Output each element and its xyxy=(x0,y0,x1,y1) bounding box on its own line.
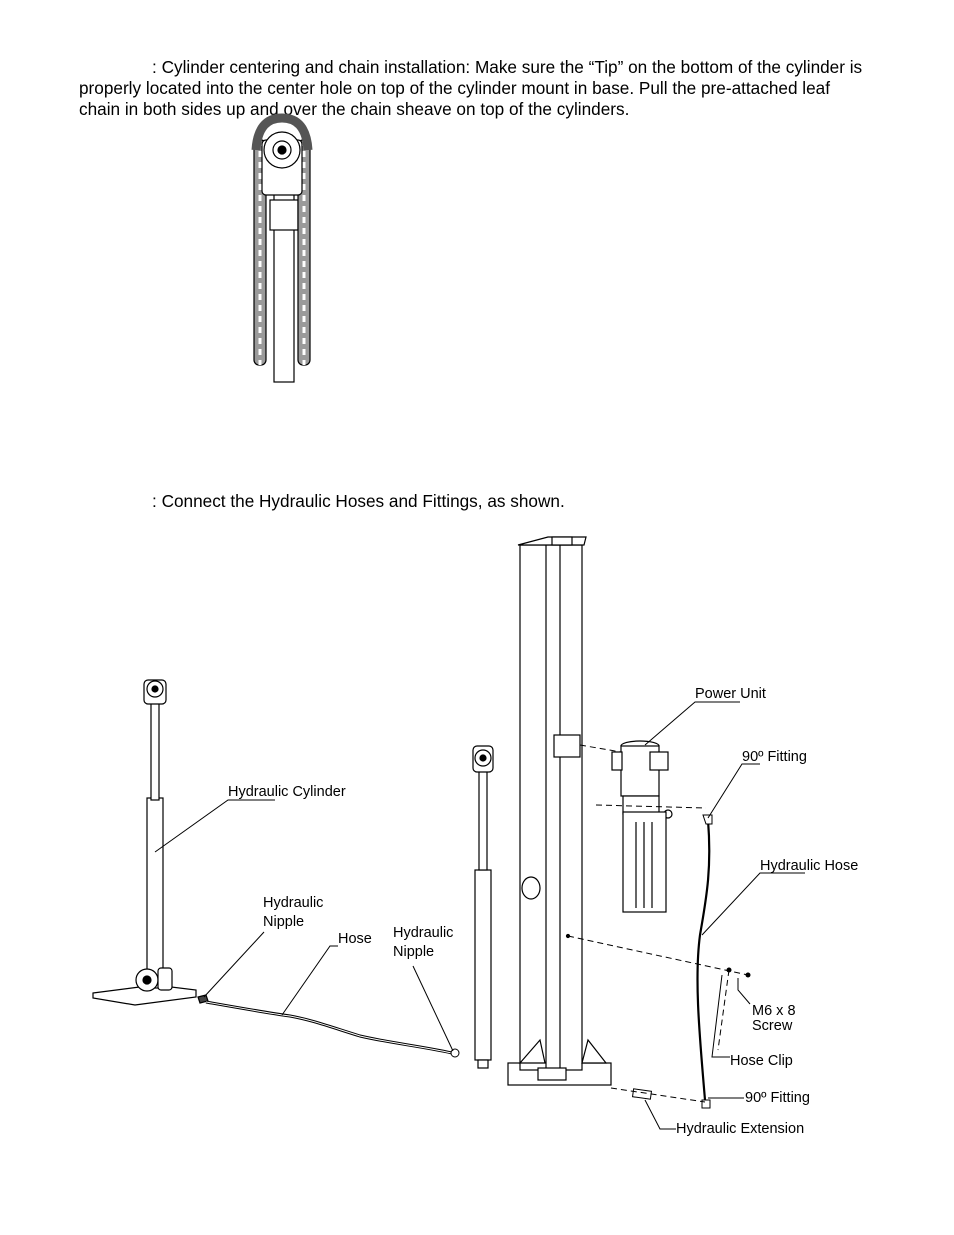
left-hydraulic-cylinder xyxy=(92,679,209,1006)
label-right-nipple-line1: Hydraulic xyxy=(393,925,453,941)
label-90-fitting-bottom: 90º Fitting xyxy=(745,1090,810,1106)
label-power-unit: Power Unit xyxy=(695,686,766,702)
chain-over-sheave xyxy=(251,113,313,151)
step-1-instruction: : Cylinder centering and chain installat… xyxy=(79,57,863,119)
post-gusset-right xyxy=(581,1038,608,1064)
post-gusset-left xyxy=(518,1038,546,1064)
fitting-90-top xyxy=(702,814,713,825)
power-unit-pump-block xyxy=(622,795,660,815)
left-cylinder-rod xyxy=(150,699,160,801)
power-unit-hydraulic-hose xyxy=(696,819,711,1101)
label-hydraulic-cylinder: Hydraulic Cylinder xyxy=(228,784,346,800)
power-unit xyxy=(611,740,673,913)
chain-sheave-illustration xyxy=(251,113,313,383)
lift-post xyxy=(507,536,612,1086)
label-hose: Hose xyxy=(338,931,372,947)
label-m6-screw-line1: M6 x 8 xyxy=(752,1003,796,1019)
left-cylinder-barrel xyxy=(146,797,164,989)
label-hydraulic-hose: Hydraulic Hose xyxy=(760,858,858,874)
assembly-guide-lines xyxy=(567,744,749,1103)
post-column xyxy=(519,544,583,1071)
step-2-instruction: : Connect the Hydraulic Hoses and Fittin… xyxy=(152,491,565,511)
connecting-hose xyxy=(205,1000,453,1055)
step-1-text: Cylinder centering and chain installatio… xyxy=(79,57,863,119)
label-hose-clip: Hose Clip xyxy=(730,1053,793,1069)
post-access-hole xyxy=(521,876,541,900)
power-unit-mount-bracket xyxy=(553,734,581,758)
label-left-nipple-line1: Hydraulic xyxy=(263,895,323,911)
label-hydraulic-extension: Hydraulic Extension xyxy=(676,1121,804,1137)
label-m6-screw-line2: Screw xyxy=(752,1018,793,1034)
step-2-text: Connect the Hydraulic Hoses and Fittings… xyxy=(161,491,565,511)
label-right-nipple-line2: Nipple xyxy=(393,944,434,960)
right-cylinder-barrel xyxy=(474,869,492,1061)
cylinder-rod-collar xyxy=(269,199,299,231)
label-left-nipple-line2: Nipple xyxy=(263,914,304,930)
leaf-chain-right xyxy=(297,139,311,366)
power-unit-junction-box xyxy=(649,751,669,771)
right-cylinder-rod xyxy=(478,769,488,871)
fitting-90-bottom xyxy=(701,1099,711,1109)
hydraulic-extension-part xyxy=(631,1088,653,1100)
callout-leaders xyxy=(154,701,805,1130)
right-hydraulic-cylinder xyxy=(472,745,494,1069)
label-90-fitting-top: 90º Fitting xyxy=(742,749,807,765)
